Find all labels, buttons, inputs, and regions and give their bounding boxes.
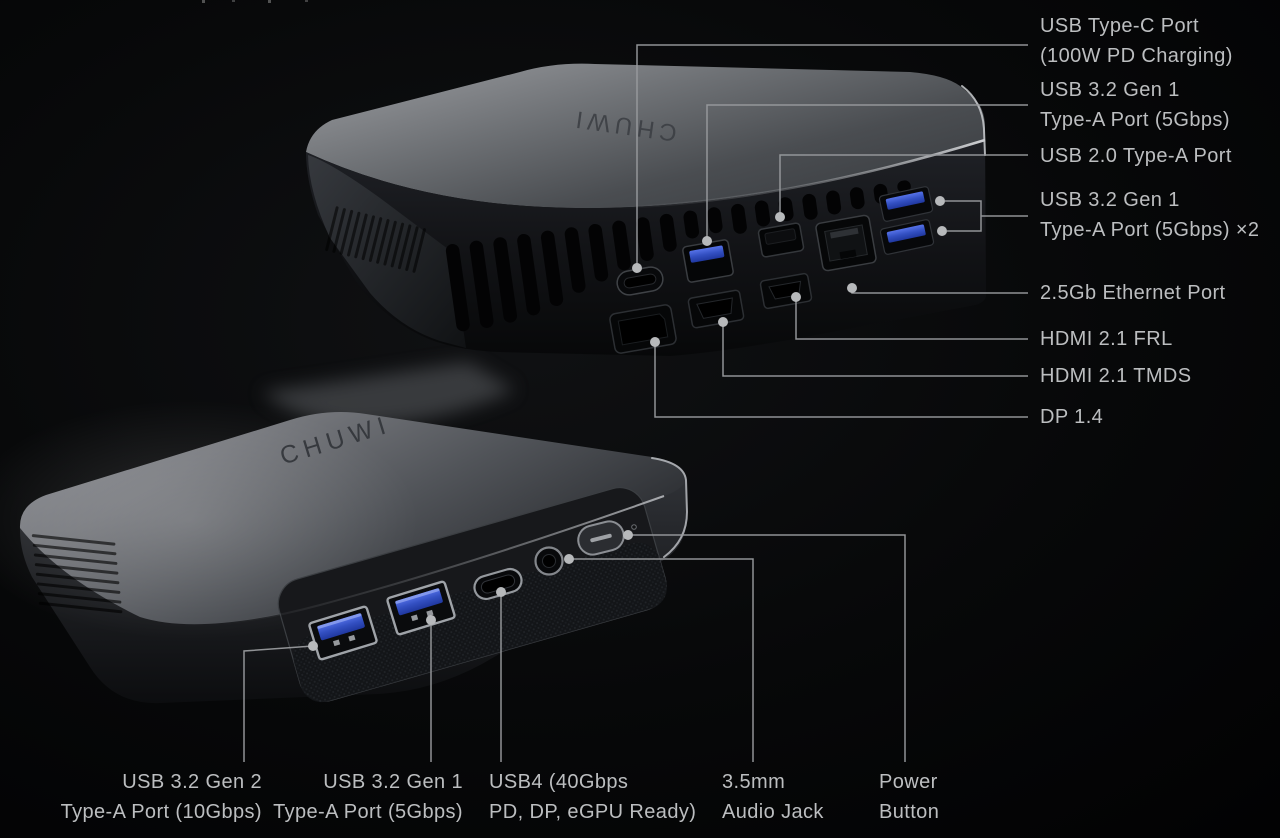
label-line: USB 2.0 Type-A Port bbox=[1040, 145, 1232, 167]
label-line: USB 3.2 Gen 1 bbox=[323, 771, 463, 793]
label-line: PD, DP, eGPU Ready) bbox=[489, 801, 697, 823]
chamfer-highlight bbox=[141, 495, 665, 626]
audio-jack bbox=[534, 546, 564, 576]
label-line: 2.5Gb Ethernet Port bbox=[1040, 282, 1226, 304]
front-view-device: CHUWI bbox=[0, 400, 689, 704]
status-led bbox=[631, 524, 637, 530]
label-usb-32-gen1-x2: USB 3.2 Gen 1 Type-A Port (5Gbps) ×2 bbox=[1040, 185, 1259, 245]
side-vent-slats bbox=[325, 206, 426, 273]
top-face bbox=[306, 63, 985, 209]
label-line: DP 1.4 bbox=[1040, 406, 1104, 428]
speaker-grille bbox=[293, 542, 667, 703]
callout-line-audio bbox=[569, 558, 754, 762]
callout-line-usb32gen1 bbox=[706, 104, 1028, 241]
usb-a-right-port-2 bbox=[879, 219, 935, 255]
label-usb-type-c: USB Type-C Port (100W PD Charging) bbox=[1040, 11, 1233, 71]
label-line: Type-A Port (5Gbps) bbox=[1040, 109, 1230, 131]
label-dp: DP 1.4 bbox=[1040, 402, 1103, 432]
label-line: Type-A Port (5Gbps) ×2 bbox=[1040, 219, 1260, 241]
label-line: USB Type-C Port bbox=[1040, 15, 1200, 37]
power-button bbox=[577, 520, 625, 556]
label-ethernet: 2.5Gb Ethernet Port bbox=[1040, 278, 1225, 308]
label-front-usb-gen2: USB 3.2 Gen 2 Type-A Port (10Gbps) bbox=[61, 767, 262, 827]
label-front-usb-gen1: USB 3.2 Gen 1 Type-A Port (5Gbps) bbox=[273, 767, 463, 827]
label-line: HDMI 2.1 TMDS bbox=[1040, 365, 1192, 387]
label-line: Audio Jack bbox=[722, 801, 824, 823]
label-usb-20: USB 2.0 Type-A Port bbox=[1040, 141, 1232, 171]
label-line: Button bbox=[879, 801, 940, 823]
label-line: Type-A Port (10Gbps) bbox=[60, 801, 262, 823]
label-usb-32-gen1: USB 3.2 Gen 1 Type-A Port (5Gbps) bbox=[1040, 75, 1230, 135]
callout-line-power bbox=[628, 534, 906, 762]
label-line: 3.5mm bbox=[722, 771, 786, 793]
callout-line-usb20 bbox=[779, 154, 1028, 217]
cropped-text-remnant bbox=[202, 0, 308, 3]
front-usb-gen1-port bbox=[386, 580, 456, 636]
ethernet-port bbox=[815, 214, 877, 272]
callout-dots bbox=[308, 196, 947, 651]
callout-lines bbox=[243, 44, 1028, 762]
port-panel bbox=[277, 487, 667, 703]
label-line: USB 3.2 Gen 1 bbox=[1040, 79, 1180, 101]
label-usb4: USB4 (40Gbps PD, DP, eGPU Ready) bbox=[489, 767, 696, 827]
usb-2-port bbox=[757, 222, 805, 258]
label-power-button: Power Button bbox=[879, 767, 939, 827]
side-vent-slats bbox=[31, 534, 123, 614]
label-audio-jack: 3.5mm Audio Jack bbox=[722, 767, 824, 827]
callout-line-dp bbox=[654, 342, 1028, 418]
label-line: Type-A Port (5Gbps) bbox=[273, 801, 463, 823]
usb-a-right-port-1 bbox=[878, 186, 934, 222]
corner-highlight bbox=[651, 457, 689, 558]
label-line: HDMI 2.1 FRL bbox=[1040, 328, 1173, 350]
usb-c-port bbox=[616, 266, 664, 296]
usb-a-5g-port bbox=[682, 239, 734, 283]
corner-highlight bbox=[961, 85, 986, 156]
label-line: USB 3.2 Gen 1 bbox=[1040, 189, 1180, 211]
label-hdmi-tmds: HDMI 2.1 TMDS bbox=[1040, 361, 1192, 391]
label-line: (100W PD Charging) bbox=[1040, 45, 1233, 67]
label-hdmi-frl: HDMI 2.1 FRL bbox=[1040, 324, 1173, 354]
rear-view-device: CHUWI bbox=[305, 63, 986, 357]
label-line: Power bbox=[879, 771, 938, 793]
callout-bracket-usb32x2 bbox=[945, 200, 1028, 232]
callout-line-usb-gen2-front bbox=[243, 645, 314, 762]
floor-reflection bbox=[262, 362, 515, 427]
callout-line-hdmi-tmds bbox=[722, 322, 1028, 377]
label-line: USB4 (40Gbps bbox=[489, 771, 629, 793]
chamfer-highlight bbox=[305, 138, 986, 210]
label-line: USB 3.2 Gen 2 bbox=[122, 771, 262, 793]
callout-line-usb-c bbox=[636, 44, 1028, 268]
callout-line-hdmi-frl bbox=[795, 297, 1028, 340]
rear-vent-grill bbox=[445, 180, 911, 332]
